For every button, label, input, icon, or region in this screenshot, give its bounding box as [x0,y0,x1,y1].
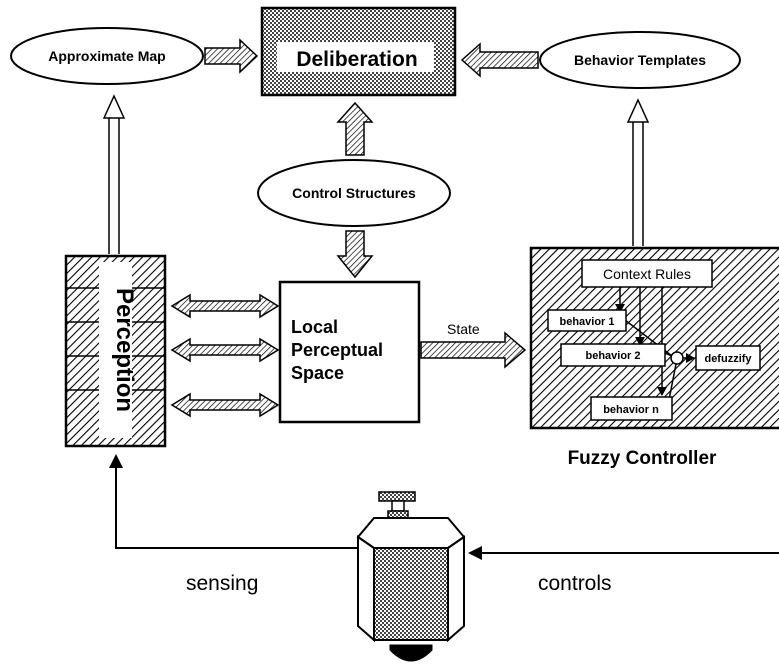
behavior-2-label: behavior 2 [585,350,640,362]
controls-arrow [468,546,779,560]
approximate-map-node: Approximate Map [10,27,204,85]
map-to-deliberation-arrow [204,38,259,74]
sensing-arrow [109,454,358,549]
behavior-templates-label: Behavior Templates [574,52,706,68]
perception-to-map-arrow [102,94,126,254]
local-perceptual-space-node: Local Perceptual Space [278,280,421,424]
control-lps-arrow [336,230,374,279]
context-rules-label: Context Rules [603,266,691,282]
behavior-n-label: behavior n [603,404,659,416]
lps-label-line1: Local [291,317,338,337]
deliberation-control-arrow [336,101,374,156]
approximate-map-label: Approximate Map [48,48,165,64]
lps-label-line3: Space [291,363,344,383]
templates-to-deliberation-arrow [460,42,539,78]
controller-to-templates-arrow [626,98,650,246]
perception-node: Perception [64,254,167,448]
defuzzify-label: defuzzify [704,353,752,365]
deliberation-node: Deliberation [260,6,457,97]
fuzzy-controller-label: Fuzzy Controller [568,448,717,469]
sensing-label: sensing [186,572,258,595]
behavior-1-label: behavior 1 [559,316,614,328]
fuzzy-controller-node: Context Rules behavior 1 behavior 2 beha… [529,246,779,430]
lps-label-line2: Perceptual [291,340,383,360]
control-structures-label: Control Structures [292,185,416,201]
state-arrow: State [420,321,527,369]
state-label: State [447,321,480,337]
controls-label: controls [538,572,612,595]
control-structures-node: Control Structures [257,159,451,227]
behavior-templates-node: Behavior Templates [539,31,741,89]
perception-lps-arrow-1 [170,293,280,319]
perception-label: Perception [111,288,138,412]
perception-lps-arrow-2 [170,337,280,363]
perception-lps-arrow-3 [170,392,280,418]
robot-icon [356,491,466,662]
deliberation-label: Deliberation [296,48,417,71]
